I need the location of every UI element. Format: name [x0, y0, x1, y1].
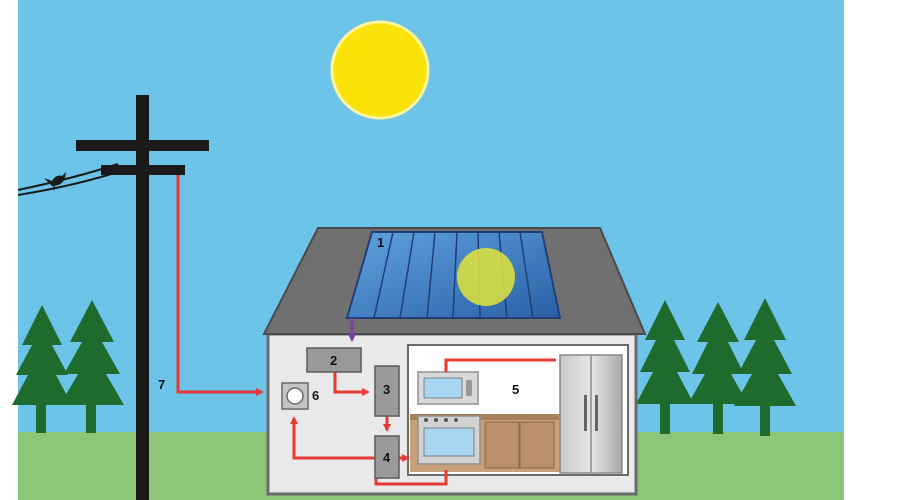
grid-line-wire	[176, 175, 264, 396]
tree	[12, 305, 72, 405]
label-breaker-panel: 4	[383, 450, 391, 465]
sun-reflection	[457, 248, 515, 306]
meter-dial-icon	[286, 387, 304, 405]
label-grid-line: 7	[158, 377, 165, 392]
disconnect-switch	[374, 365, 400, 417]
crossarm	[76, 140, 209, 151]
label-appliances: 5	[512, 382, 519, 397]
solar-panel	[345, 231, 562, 319]
utility-meter	[281, 382, 309, 410]
power-wire	[17, 163, 119, 191]
label-inverter: 2	[330, 353, 337, 368]
tree	[734, 298, 796, 406]
sun	[330, 20, 430, 120]
label-panel: 1	[377, 235, 384, 250]
crossarm	[101, 165, 185, 175]
trees-right	[636, 298, 796, 436]
kitchen	[407, 344, 629, 476]
label-disconnect: 3	[383, 382, 390, 397]
tree	[60, 300, 124, 405]
utility-pole	[17, 95, 209, 500]
trees-left	[12, 300, 124, 433]
tree	[636, 300, 694, 404]
bird-icon	[44, 172, 66, 186]
label-meter: 6	[312, 388, 319, 403]
breaker-panel	[374, 435, 400, 479]
ac-wiring	[176, 175, 556, 486]
tree	[688, 302, 748, 404]
power-wire	[17, 167, 131, 196]
inverter	[306, 347, 362, 373]
